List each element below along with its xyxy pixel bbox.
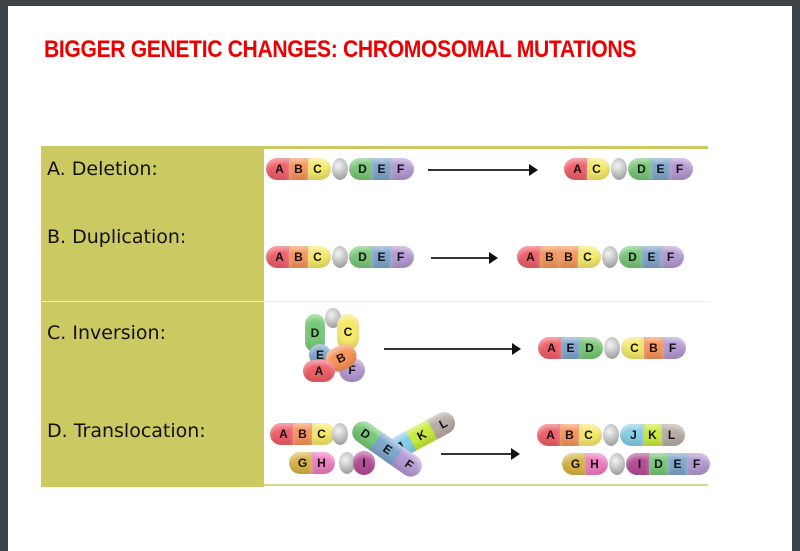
segment-C: C [621, 337, 644, 359]
centromere [332, 246, 348, 268]
segment-B: B [644, 337, 663, 359]
segment-B: B [560, 424, 579, 446]
table-top-border [264, 146, 708, 149]
segment-B: B [293, 423, 312, 445]
segment-E: E [651, 158, 670, 180]
centromere [603, 424, 619, 446]
segment-F: F [663, 337, 686, 359]
row-label-translocation: D. Translocation: [47, 420, 206, 442]
segment-B: B [289, 246, 308, 268]
centromere [609, 453, 625, 475]
segment-E: E [642, 246, 661, 268]
segment-K: K [643, 424, 662, 446]
segment-D: D [649, 453, 668, 475]
segment-E: E [561, 337, 580, 359]
segment-E: E [668, 453, 687, 475]
label-column [41, 146, 264, 487]
segment-C: C [308, 246, 331, 268]
deletion-arrow [428, 164, 538, 176]
segment-J: J [620, 424, 643, 446]
segment-H: H [585, 453, 608, 475]
centromere [611, 158, 627, 180]
segment-D: D [619, 246, 642, 268]
centromere [332, 423, 348, 445]
segment-B: B [540, 246, 559, 268]
segment-D: D [349, 246, 372, 268]
duplication-arrow [431, 252, 498, 264]
segment-B: B [289, 158, 308, 180]
segment-D: D [628, 158, 651, 180]
mutations-table: A. Deletion: B. Duplication: C. Inversio… [41, 146, 710, 487]
segment-A: A [517, 246, 540, 268]
centromere [602, 246, 618, 268]
segment-F: F [670, 158, 693, 180]
segment-D: D [349, 158, 372, 180]
segment-C: C [578, 246, 601, 268]
segment-A: A [266, 158, 289, 180]
segment-E: E [372, 246, 391, 268]
segment-D: D [580, 337, 603, 359]
segment-A: A [303, 360, 335, 382]
segment-C: C [587, 158, 610, 180]
segment-G: G [289, 452, 312, 474]
segment-A: A [538, 337, 561, 359]
segment-B: B [559, 246, 578, 268]
centromere [332, 158, 348, 180]
segment-G: G [562, 453, 585, 475]
segment-L: L [662, 424, 685, 446]
segment-C: C [337, 314, 359, 350]
segment-A: A [537, 424, 560, 446]
table-bottom-border [264, 484, 708, 486]
segment-F: F [391, 158, 414, 180]
centromere [604, 337, 620, 359]
segment-F: F [391, 246, 414, 268]
centromere [339, 452, 355, 474]
segment-I: I [353, 451, 375, 475]
document-page: BIGGER GENETIC CHANGES: CHROMOSOMAL MUTA… [8, 6, 792, 551]
row-label-inversion: C. Inversion: [47, 322, 166, 344]
segment-F: F [661, 246, 684, 268]
segment-F: F [687, 453, 710, 475]
row-divider [41, 301, 708, 302]
segment-D: D [305, 314, 325, 352]
segment-C: C [308, 158, 331, 180]
row-label-duplication: B. Duplication: [47, 226, 187, 248]
segment-E: E [372, 158, 391, 180]
segment-C: C [579, 424, 602, 446]
segment-I: I [626, 453, 649, 475]
page-title: BIGGER GENETIC CHANGES: CHROMOSOMAL MUTA… [44, 36, 636, 63]
segment-C: C [312, 423, 335, 445]
inversion-arrow [384, 343, 521, 355]
segment-A: A [266, 246, 289, 268]
translocation-arrow [441, 448, 520, 460]
row-label-deletion: A. Deletion: [47, 158, 158, 180]
segment-H: H [312, 452, 335, 474]
segment-A: A [270, 423, 293, 445]
segment-A: A [564, 158, 587, 180]
